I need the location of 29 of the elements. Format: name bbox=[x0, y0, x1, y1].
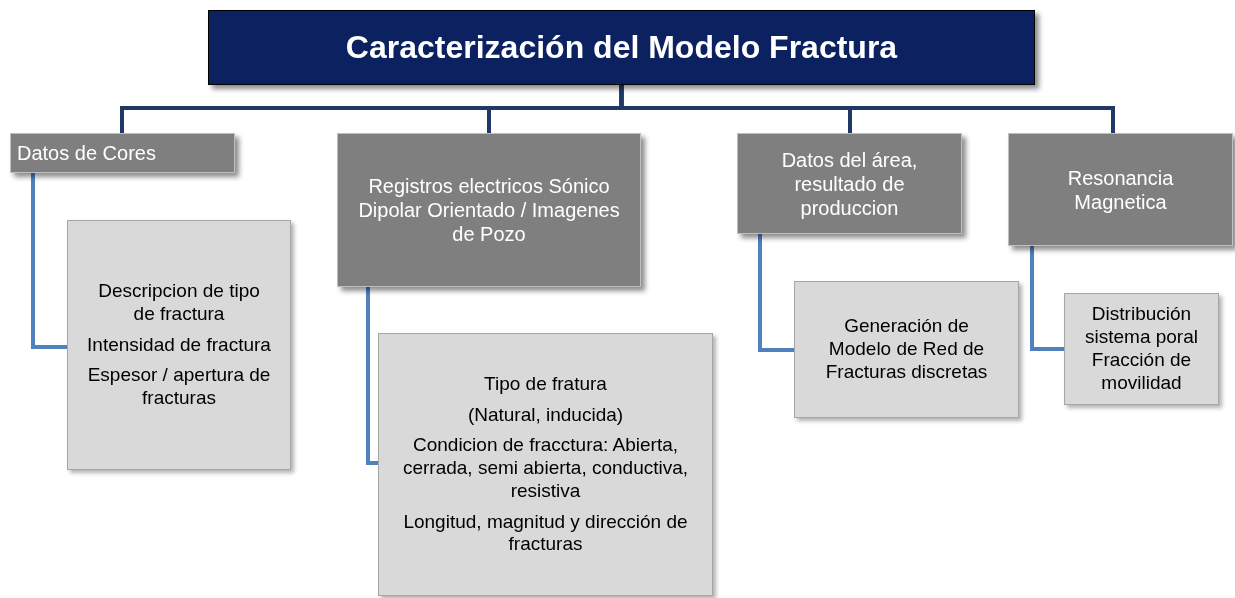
category-box bbox=[1008, 133, 1233, 246]
box-text: Generación de Modelo de Red de Fracturas discretas bbox=[824, 315, 989, 384]
box-text: Distribución sistema poral bbox=[1084, 303, 1199, 349]
connector-line bbox=[1030, 246, 1064, 351]
connector-line bbox=[31, 173, 67, 349]
category-box bbox=[10, 133, 235, 173]
box-text: Datos del área, resultado de produccion bbox=[780, 147, 919, 220]
connector-line bbox=[366, 287, 378, 465]
box-text: Fracción de movilidad bbox=[1090, 349, 1193, 395]
box-text: Datos de Cores bbox=[17, 141, 157, 165]
title-text: Caracterización del Modelo Fractura bbox=[345, 29, 898, 66]
connector-line bbox=[619, 85, 1115, 133]
detail-box bbox=[794, 281, 1019, 418]
connector-line bbox=[758, 234, 794, 352]
box-text: Resonancia Magnetica bbox=[1066, 166, 1175, 214]
box-text: Longitud, magnitud y dirección de fracturas bbox=[402, 510, 689, 557]
category-box bbox=[737, 133, 962, 234]
box-text: Descripcion de tipo de fractura bbox=[97, 280, 261, 326]
box-text: (Natural, inducida) bbox=[466, 403, 625, 427]
box-text: Espesor / apertura de fracturas bbox=[86, 364, 272, 410]
category-box bbox=[337, 133, 641, 287]
detail-box bbox=[1064, 293, 1219, 405]
detail-box bbox=[67, 220, 291, 470]
box-text: Registros electricos Sónico Dipolar Orientado / Imagenes de Pozo bbox=[357, 174, 621, 246]
title-box bbox=[208, 10, 1035, 85]
box-text: Condicion de fracctura: Abierta, cerrada, semi abierta, conductiva, resistiva bbox=[401, 434, 690, 503]
box-text: Tipo de fratura bbox=[483, 372, 608, 396]
box-text: Intensidad de fractura bbox=[86, 333, 272, 357]
detail-box bbox=[378, 333, 713, 596]
